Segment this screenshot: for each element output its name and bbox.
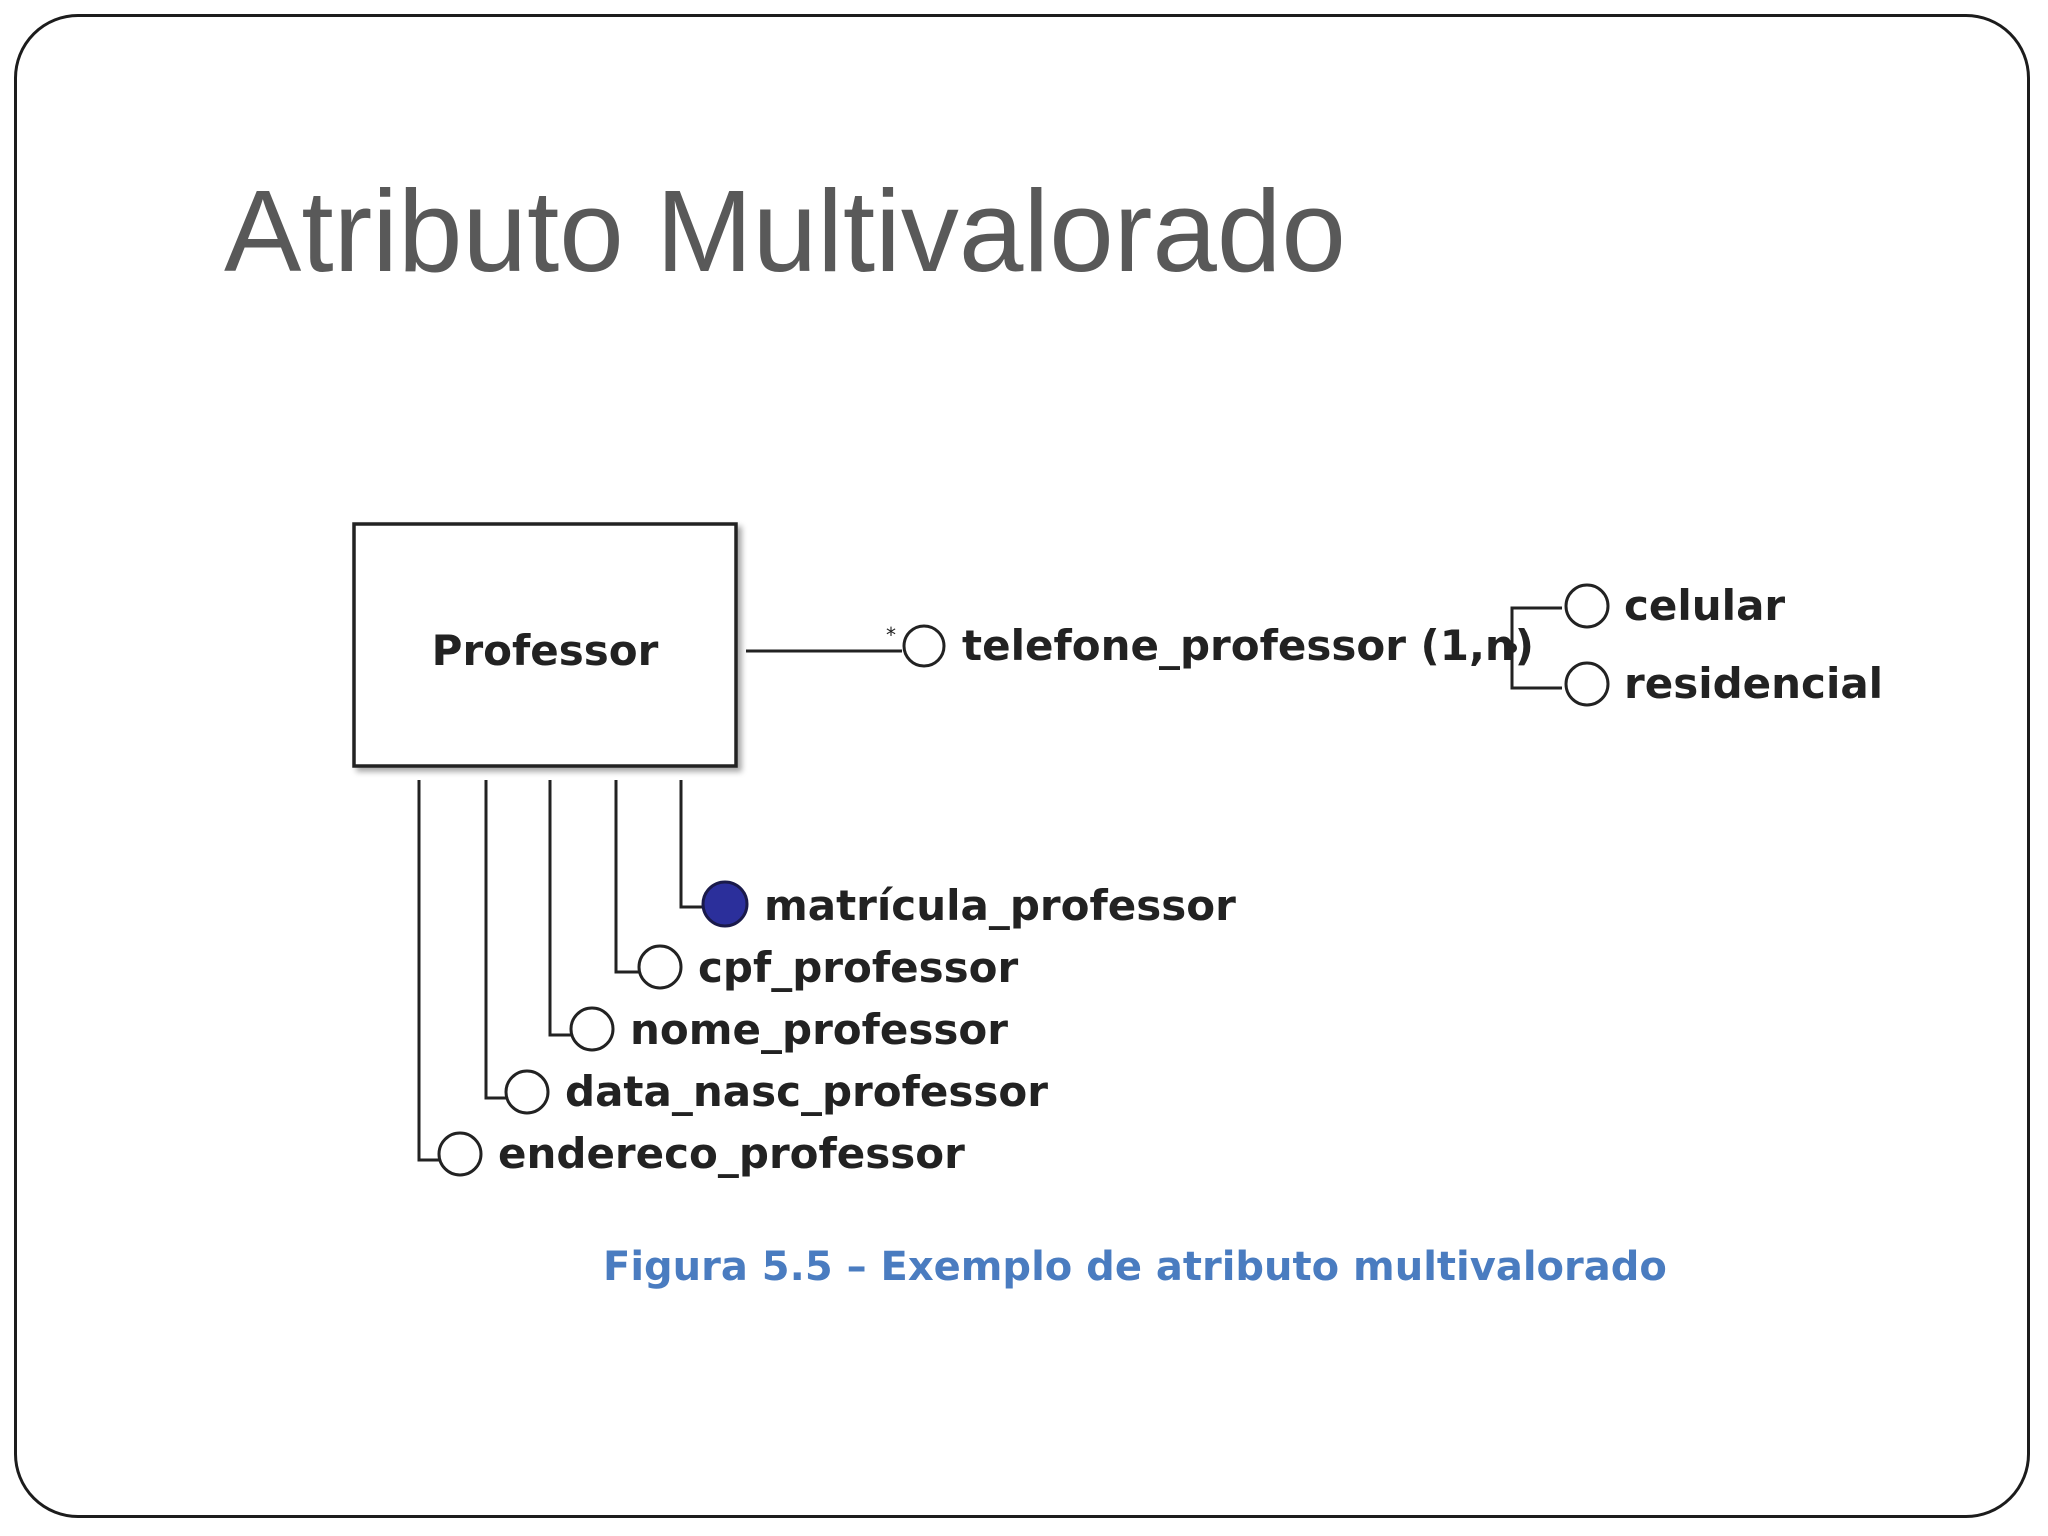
attribute-label: matrícula_professor [764,881,1236,930]
attribute-connector [614,780,640,974]
component-celular-label: celular [1624,581,1785,630]
slide-title: Atributo Multivalorado [224,166,1346,296]
attribute-circle [569,1006,615,1052]
figure-caption: Figura 5.5 – Exemplo de atributo multiva… [603,1244,1667,1290]
attribute-circle [437,1131,483,1177]
connector-marker: * [886,623,896,647]
attribute-connector [679,780,703,909]
component-residencial-label: residencial [1624,659,1883,708]
component-celular-circle [1564,583,1610,629]
attribute-label: endereco_professor [498,1129,965,1178]
attribute-connector [548,780,572,1037]
attribute-connector [417,780,440,1162]
attribute-label: nome_professor [630,1005,1008,1054]
multivalued-attribute-circle [902,624,946,668]
entity-professor-label: Professor [432,626,659,675]
attribute-connector [484,780,508,1100]
attribute-circle [637,944,683,990]
entity-professor-box [352,522,738,768]
identifier-attribute-circle [701,880,749,928]
attribute-label: data_nasc_professor [565,1067,1048,1116]
multivalued-attribute-label: telefone_professor (1,n) [962,621,1534,670]
attribute-label: cpf_professor [698,943,1018,992]
attribute-circle [504,1069,550,1115]
composite-bracket [1510,606,1562,690]
component-residencial-circle [1564,661,1610,707]
slide-frame [14,14,2030,1518]
